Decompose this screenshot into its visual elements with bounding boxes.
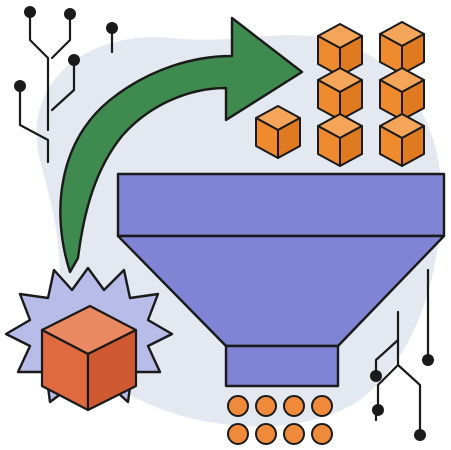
circuit-node: [106, 22, 118, 34]
big-cube-side: [86, 328, 138, 412]
circuit-node: [14, 80, 26, 92]
circuit-node: [414, 429, 426, 441]
output-dot: [283, 423, 305, 445]
circuit-node: [64, 8, 76, 20]
output-dot: [311, 395, 333, 417]
circuit-traces-icon: [18, 10, 114, 164]
circuit-node: [370, 370, 382, 382]
output-dot: [283, 395, 305, 417]
funnel-rim: [116, 172, 446, 238]
output-dots-icon: [227, 395, 333, 445]
circuit-node: [24, 6, 36, 18]
circuit-node: [422, 354, 434, 366]
output-dot: [227, 423, 249, 445]
curved-arrow-icon: [59, 16, 304, 274]
starburst-cube-icon: [4, 266, 174, 412]
output-dot: [255, 423, 277, 445]
circuit-node: [68, 54, 80, 66]
output-dot: [311, 423, 333, 445]
output-dot: [227, 395, 249, 417]
circuit-traces-icon: [374, 268, 430, 437]
output-dot: [255, 395, 277, 417]
funnel-icon: [116, 172, 446, 388]
circuit-node: [372, 404, 384, 416]
funnel-spout: [224, 344, 340, 388]
